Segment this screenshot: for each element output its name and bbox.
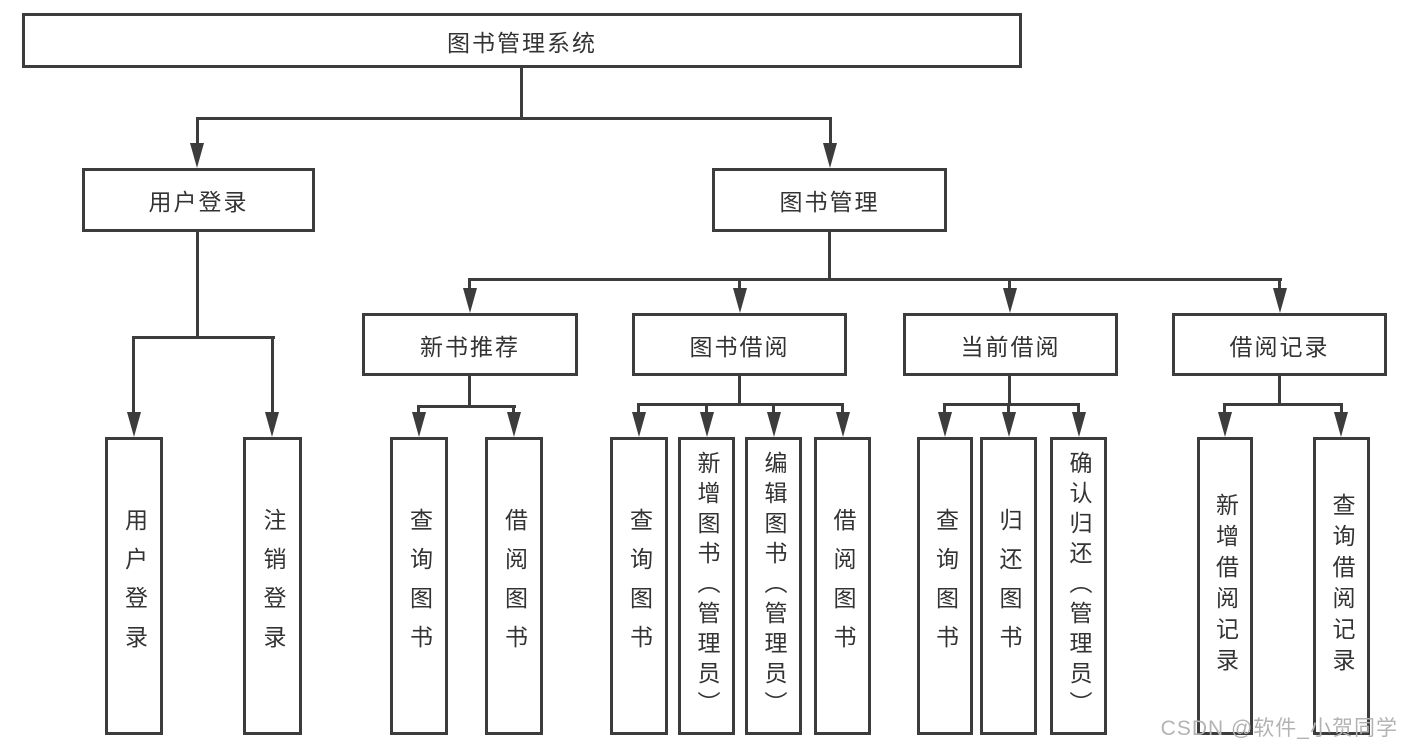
arrowhead-down-icon <box>412 412 426 437</box>
leaf-records-query-record: 查询借阅记录 <box>1313 437 1370 735</box>
node-label: 新书推荐 <box>420 333 520 360</box>
leaf-borrow-edit-books-admin: 编辑图书（管理员） <box>745 437 802 735</box>
arrowhead-down-icon <box>1003 288 1017 313</box>
leaf-label: 查询图书 <box>626 508 653 664</box>
node-label: 借阅记录 <box>1229 333 1330 360</box>
arrowhead-down-icon <box>823 143 837 168</box>
watermark: CSDN @软件_小贺同学 <box>1160 717 1398 740</box>
leaf-label: 注销登录 <box>260 508 286 664</box>
arrowhead-down-icon <box>1273 288 1287 313</box>
leaf-label: 查询借阅记录 <box>1329 493 1355 679</box>
node-label: 图书借阅 <box>689 333 790 360</box>
arrowhead-down-icon <box>632 412 646 437</box>
connector-hline <box>132 336 275 339</box>
arrowhead-down-icon <box>836 412 850 437</box>
node-library-management-system: 图书管理系统 <box>22 13 1022 68</box>
connector-vline <box>271 336 274 414</box>
node-label: 用户登录 <box>148 189 249 215</box>
arrowhead-down-icon <box>767 412 781 437</box>
connector-vline <box>132 336 135 414</box>
arrowhead-down-icon <box>463 288 477 313</box>
node-current-borrow: 当前借阅 <box>903 313 1118 376</box>
leaf-current-confirm-return-admin: 确认归还（管理员） <box>1050 437 1107 735</box>
connector-vline <box>1340 403 1343 414</box>
connector-vline <box>772 403 775 414</box>
leaf-newrec-query-books: 查询图书 <box>390 437 448 735</box>
arrowhead-down-icon <box>1218 412 1232 437</box>
leaf-newrec-borrow-books: 借阅图书 <box>485 437 543 735</box>
connector-vline <box>1007 403 1010 414</box>
leaf-label: 确认归还（管理员） <box>1066 451 1092 721</box>
connector-vline <box>738 376 741 406</box>
connector-vline <box>520 67 523 119</box>
connector-vline <box>828 232 831 280</box>
leaf-label: 编辑图书（管理员） <box>761 451 787 721</box>
connector-vline <box>512 405 515 415</box>
leaf-label: 用户登录 <box>121 508 148 664</box>
connector-hline <box>637 403 844 406</box>
node-book-management: 图书管理 <box>712 168 947 232</box>
node-label: 图书管理系统 <box>447 29 597 56</box>
leaf-label: 新增借阅记录 <box>1212 493 1239 679</box>
leaf-label: 查询图书 <box>406 508 433 664</box>
connector-vline <box>637 403 640 414</box>
connector-vline <box>468 376 471 408</box>
leaf-label: 借阅图书 <box>830 508 856 664</box>
leaf-user-login: 用户登录 <box>105 437 163 735</box>
connector-vline <box>1278 278 1281 290</box>
node-label: 当前借阅 <box>960 333 1061 360</box>
connector-vline <box>1077 403 1080 414</box>
connector-vline <box>1278 376 1281 406</box>
node-borrow-records: 借阅记录 <box>1172 313 1387 376</box>
arrowhead-down-icon <box>1072 412 1086 437</box>
leaf-label: 新增图书（管理员） <box>694 451 720 721</box>
node-label: 图书管理 <box>779 189 880 215</box>
node-book-borrow: 图书借阅 <box>632 313 847 376</box>
arrowhead-down-icon <box>127 412 141 437</box>
leaf-label: 借阅图书 <box>501 508 528 664</box>
connector-vline <box>196 117 199 147</box>
arrowhead-down-icon <box>507 412 521 437</box>
arrowhead-down-icon <box>700 412 714 437</box>
arrowhead-down-icon <box>190 143 204 168</box>
arrowhead-down-icon <box>1334 412 1348 437</box>
connector-vline <box>738 278 741 290</box>
leaf-records-add-record: 新增借阅记录 <box>1197 437 1253 735</box>
connector-hline <box>943 403 1080 406</box>
leaf-borrow-query-books: 查询图书 <box>610 437 668 735</box>
leaf-logout: 注销登录 <box>243 437 302 735</box>
connector-vline <box>705 403 708 414</box>
leaf-label: 查询图书 <box>932 508 959 664</box>
connector-vline <box>196 232 199 338</box>
connector-hline <box>196 117 832 120</box>
arrowhead-down-icon <box>938 412 952 437</box>
leaf-borrow-borrow-books: 借阅图书 <box>814 437 871 735</box>
connector-hline <box>1223 403 1343 406</box>
leaf-current-return-books: 归还图书 <box>980 437 1037 735</box>
leaf-current-query-books: 查询图书 <box>917 437 973 735</box>
node-new-book-recommend: 新书推荐 <box>362 313 578 376</box>
arrowhead-down-icon <box>733 288 747 313</box>
leaf-borrow-add-books-admin: 新增图书（管理员） <box>678 437 735 735</box>
connector-vline <box>1223 403 1226 414</box>
connector-vline <box>468 278 471 290</box>
node-user-login: 用户登录 <box>82 168 315 232</box>
connector-vline <box>1008 376 1011 406</box>
connector-vline <box>417 405 420 415</box>
arrowhead-down-icon <box>265 412 279 437</box>
arrowhead-down-icon <box>1002 412 1016 437</box>
connector-vline <box>829 117 832 147</box>
connector-vline <box>841 403 844 414</box>
leaf-label: 归还图书 <box>996 508 1022 664</box>
connector-hline <box>468 278 1282 281</box>
connector-hline <box>417 405 516 408</box>
connector-vline <box>1008 278 1011 290</box>
connector-vline <box>943 403 946 414</box>
